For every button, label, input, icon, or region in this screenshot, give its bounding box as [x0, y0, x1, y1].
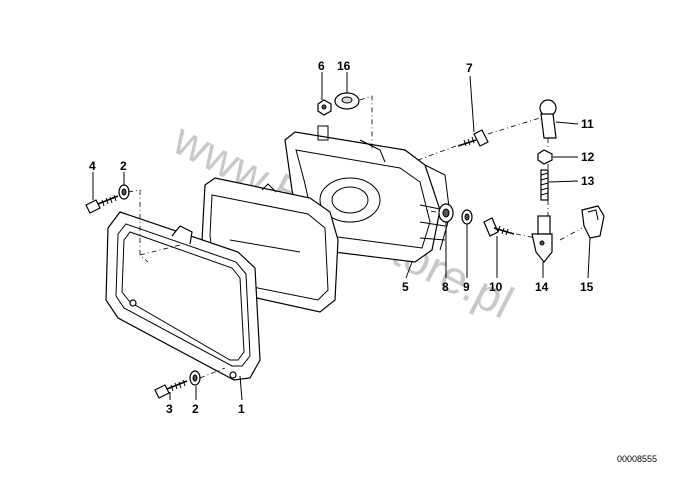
nut-12	[537, 149, 553, 165]
grommet-8	[438, 203, 454, 223]
leader-lines	[92, 72, 591, 401]
adjuster-14	[531, 215, 553, 263]
nut-6	[317, 99, 332, 116]
callout-13: 13	[581, 174, 595, 188]
bolt-7	[457, 129, 489, 147]
callout-12: 12	[581, 150, 595, 164]
cap-16	[334, 92, 360, 110]
screw-10	[483, 217, 515, 237]
callout-9: 9	[463, 280, 470, 294]
callout-2-top: 2	[120, 159, 127, 173]
callout-15: 15	[580, 280, 594, 294]
threaded-stud-13	[540, 169, 549, 201]
screw-3	[154, 379, 188, 399]
callout-1: 1	[238, 402, 245, 416]
screw-4	[85, 194, 119, 214]
callout-5: 5	[402, 280, 409, 294]
callout-14: 14	[535, 280, 549, 294]
washer-9	[461, 209, 473, 225]
clip-15	[581, 205, 605, 239]
callout-16: 16	[337, 59, 351, 73]
callout-4: 4	[89, 159, 96, 173]
callout-10: 10	[489, 280, 503, 294]
callout-3: 3	[166, 402, 173, 416]
callout-7: 7	[466, 61, 473, 75]
diagram-reference-number: 00008555	[617, 454, 657, 464]
callout-8: 8	[442, 280, 449, 294]
callout-6: 6	[318, 59, 325, 73]
washer-2-top	[118, 184, 130, 200]
ball-socket-11	[539, 99, 557, 139]
callout-2-bottom: 2	[192, 402, 199, 416]
washer-2-bottom	[189, 370, 201, 386]
callout-11: 11	[581, 117, 594, 131]
